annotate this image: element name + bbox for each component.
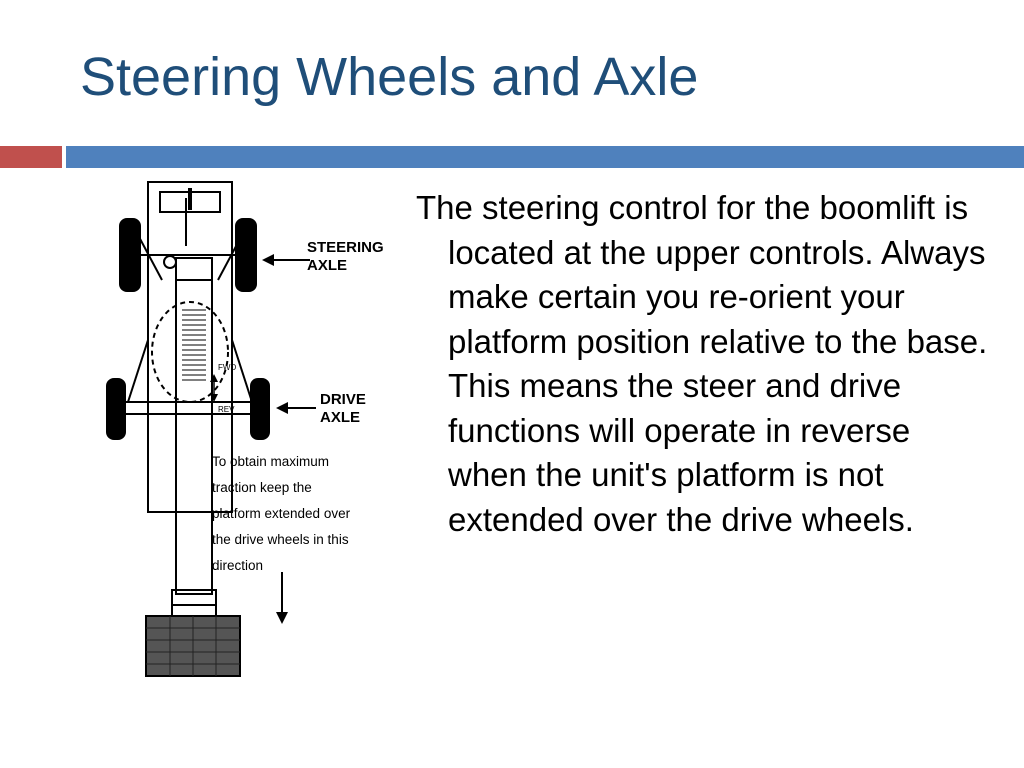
note-line-4: the drive wheels in this bbox=[212, 532, 349, 547]
body-text-block: The steering control for the boomlift is… bbox=[416, 186, 996, 542]
wheels bbox=[106, 218, 270, 440]
turntable-outline bbox=[151, 301, 229, 403]
rev-label: REV bbox=[218, 405, 235, 414]
accent-bar-red bbox=[0, 146, 62, 168]
platform-basket bbox=[145, 615, 241, 677]
note-line-5: direction bbox=[212, 558, 263, 573]
drive-wheel-right bbox=[250, 378, 270, 440]
body-paragraph: The steering control for the boomlift is… bbox=[416, 189, 988, 538]
drive-wheel-left bbox=[106, 378, 126, 440]
drive-axle-label-1: DRIVE bbox=[320, 391, 366, 408]
note-line-2: traction keep the bbox=[212, 480, 312, 495]
steering-axle-label-2: AXLE bbox=[307, 257, 347, 274]
fwd-label: FWD bbox=[218, 363, 236, 372]
boomlift-diagram: STEERING AXLE DRIVE AXLE FWD REV To obta… bbox=[102, 180, 394, 678]
steering-wheel-right bbox=[235, 218, 257, 292]
boom-column bbox=[175, 257, 213, 595]
steering-wheel-left bbox=[119, 218, 141, 292]
note-line-1: To obtain maximum bbox=[212, 454, 329, 469]
slide-title: Steering Wheels and Axle bbox=[80, 47, 699, 107]
accent-bar-blue bbox=[66, 146, 1024, 168]
chassis-frame bbox=[147, 181, 233, 513]
steering-axle-label-1: STEERING bbox=[307, 239, 384, 256]
boom-hatching bbox=[182, 309, 206, 381]
note-line-3: platform extended over bbox=[212, 506, 351, 521]
drive-axle-label-2: AXLE bbox=[320, 409, 360, 426]
